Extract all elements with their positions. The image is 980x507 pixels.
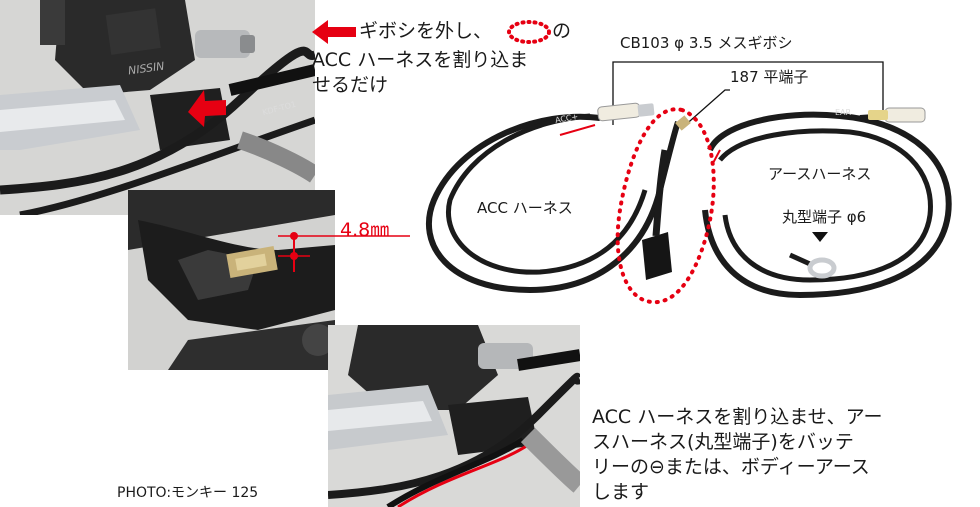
photo-handlebar-installed xyxy=(328,325,580,507)
photo-handlebar-top: NISSIN KDF-TO1 xyxy=(0,0,315,215)
step1-line1-tail: の xyxy=(552,20,572,42)
harness-diagram xyxy=(426,61,952,305)
step2-line1: ACC ハーネスを割り込ませ、アー xyxy=(592,406,883,428)
step2-line3: リーの⊖または、ボディーアース xyxy=(592,456,870,478)
wire-tag-earth: EAR xyxy=(835,108,852,117)
step1-line1: ギボシを外し、 xyxy=(359,20,493,42)
photo-connector-closeup xyxy=(128,190,335,370)
flat-terminal-label: 187 平端子 xyxy=(730,68,809,86)
step2-line2: スハーネス(丸型端子)をバッテ xyxy=(592,431,854,453)
photo-credit: PHOTO:モンキー 125 xyxy=(117,485,259,501)
step1-line2: ACC ハーネスを割り込ま xyxy=(312,49,529,71)
step1-line3: せるだけ xyxy=(312,74,389,96)
dimension-marker xyxy=(278,232,410,272)
earth-harness-label: アースハーネス xyxy=(768,165,872,183)
step2-line4: します xyxy=(592,481,650,503)
dimension-label: 4.8㎜ xyxy=(340,219,390,241)
arrow-left-icon xyxy=(312,20,356,44)
dotted-ellipse-icon xyxy=(507,20,551,44)
connector-female-label: CB103 φ 3.5 メスギボシ xyxy=(620,34,793,52)
ring-terminal-label: 丸型端子 φ6 xyxy=(782,208,867,226)
acc-harness-label: ACC ハーネス xyxy=(477,199,573,217)
